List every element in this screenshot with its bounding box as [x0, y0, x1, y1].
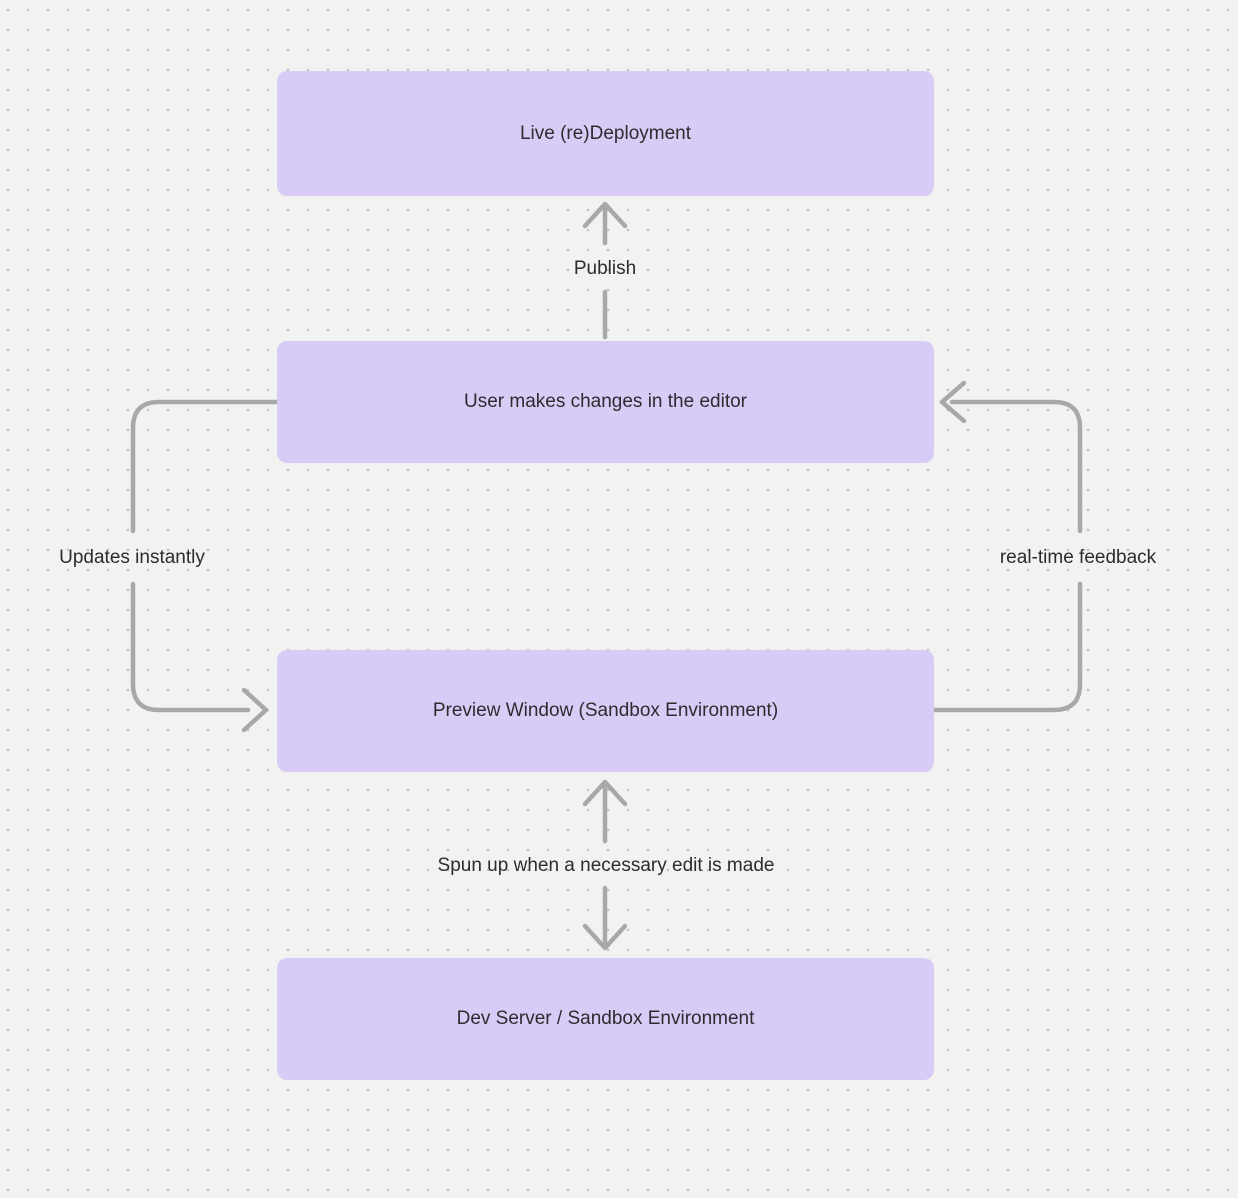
edge-label-spun-up: Spun up when a necessary edit is made: [437, 855, 775, 876]
node-user-editor: User makes changes in the editor: [277, 341, 934, 463]
edge-realtime-feedback-arrow: [931, 380, 1083, 713]
edge-label-publish: Publish: [573, 258, 637, 279]
node-label: User makes changes in the editor: [463, 391, 748, 412]
feedback-segment-lower: [931, 581, 1083, 713]
node-dev-server: Dev Server / Sandbox Environment: [277, 958, 934, 1080]
edge-spun-up-arrow: [582, 779, 628, 951]
node-label: Preview Window (Sandbox Environment): [432, 700, 779, 721]
arrowhead-right-icon: [241, 687, 269, 733]
edge-label-updates-instantly: Updates instantly: [59, 547, 205, 568]
edge-updates-instantly-arrow: [130, 399, 280, 733]
arrowhead-left-icon: [939, 380, 967, 424]
edge-label-realtime-feedback: real-time feedback: [999, 547, 1157, 568]
node-label: Live (re)Deployment: [519, 122, 692, 144]
feedback-segment-upper: [949, 399, 1083, 534]
updates-segment-lower: [130, 581, 251, 713]
arrowhead-down-icon: [582, 923, 628, 951]
node-live-redeployment: Live (re)Deployment: [277, 71, 934, 196]
node-preview-window: Preview Window (Sandbox Environment): [277, 650, 934, 772]
node-label: Dev Server / Sandbox Environment: [456, 1008, 755, 1029]
arrowhead-up-icon: [582, 779, 628, 807]
edge-publish-arrow: [582, 201, 628, 340]
updates-segment-upper: [130, 399, 280, 534]
arrowhead-up-icon: [582, 201, 628, 229]
